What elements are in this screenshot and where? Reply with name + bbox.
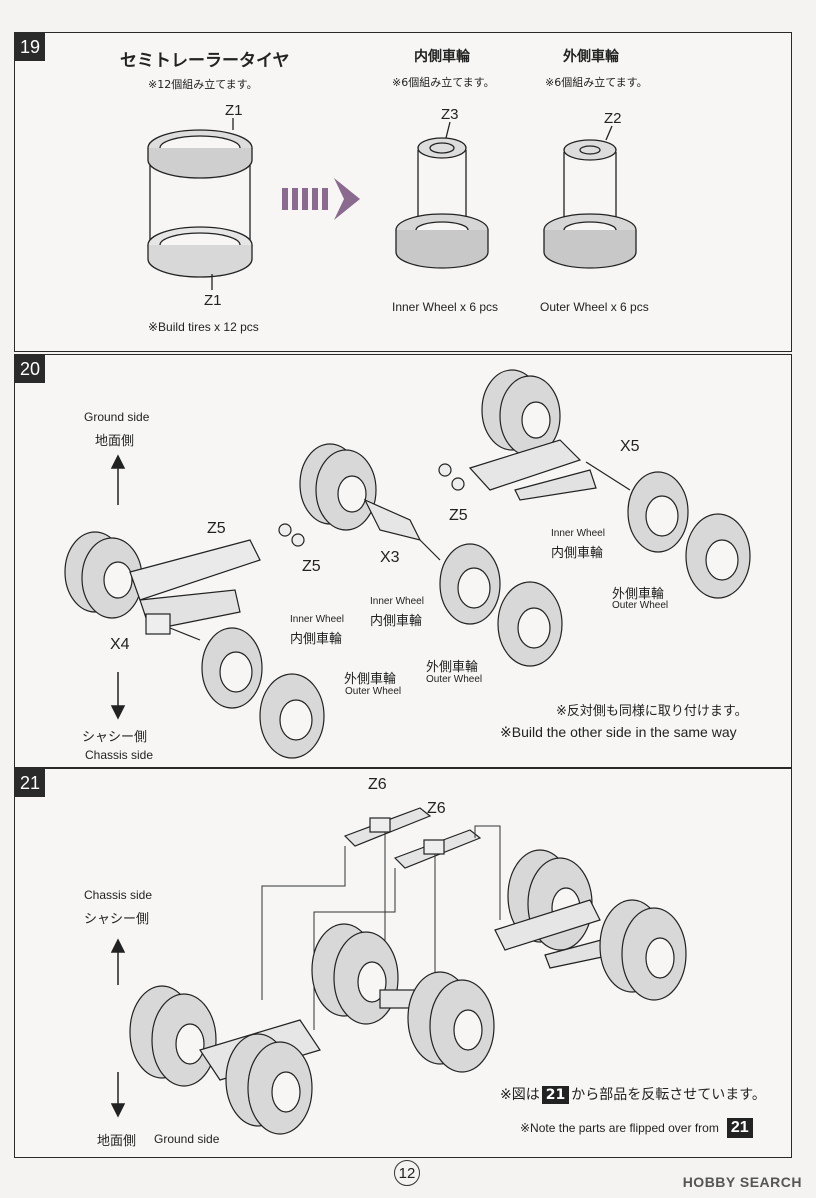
ground-side-en: Ground side [154,1132,220,1146]
tire-title: セミトレーラータイヤ [120,51,290,71]
inner-title: 内側車輪 [414,49,470,65]
axle-assembly-drawing [129,849,687,1135]
outer-wheel-en: Outer Wheel [612,600,669,611]
inner-wheel-jp: 内側車輪 [551,546,604,561]
part-label-z6: Z6 [368,776,387,793]
ground-side-en: Ground side [84,410,150,424]
step-20-note-en: ※Build the other side in the same way [500,724,737,740]
outer-wheel-en: Outer Wheel [426,674,483,685]
outer-note-jp: ※6個組み立てます。 [545,76,648,89]
part-label: X3 [380,549,400,566]
part-label-z3: Z3 [441,106,459,123]
page-number: 12 [394,1160,420,1186]
step-number: 21 [15,769,45,797]
inner-wheel-jp: 内側車輪 [370,614,423,629]
outer-wheel-jp: 外側車輪 [426,660,479,675]
part-label: X5 [620,438,640,455]
step-number: 20 [15,355,45,383]
inner-wheel-en: Inner Wheel [290,614,344,625]
part-label-z1-bottom: Z1 [204,292,222,309]
part-label: Z5 [207,520,226,537]
part-label: Z5 [302,558,321,575]
outer-wheel-jp: 外側車輪 [612,587,665,602]
step-19-panel: 19 [14,32,792,352]
outer-wheel-drawing [543,125,637,269]
part-label-z6: Z6 [427,800,446,817]
leaf-spring-drawing [343,807,482,869]
chassis-side-jp: シャシー側 [84,912,150,927]
down-arrow-icon [110,672,126,720]
chassis-side-en: Chassis side [84,888,153,902]
chassis-side-jp: シャシー側 [82,730,148,745]
axle-assembly-drawing [64,369,751,759]
watermark: HOBBY SEARCH [682,1174,802,1190]
step-ref-badge: 21 [726,1118,753,1138]
tire-note-en: ※Build tires x 12 pcs [148,320,259,334]
inner-wheel-en: Inner Wheel [370,596,424,607]
part-label-z2: Z2 [604,110,622,127]
note-text: から部品を反転させています。 [571,1087,766,1103]
step-20-panel: 20 [14,354,792,768]
inner-wheel-jp: 内側車輪 [290,632,343,647]
step-21-note-en: ※Note the parts are flipped over from 21 [520,1118,755,1138]
outer-wheel-jp: 外側車輪 [344,672,397,687]
chassis-side-en: Chassis side [85,748,154,762]
part-label: X4 [110,636,130,653]
inner-wheel-drawing [395,121,489,269]
part-label: Z5 [449,507,468,524]
note-text: ※図は [500,1087,540,1103]
ground-side-jp: 地面側 [97,1134,137,1149]
up-arrow-icon [110,454,126,505]
outer-wheel-en: Outer Wheel [345,686,402,697]
down-arrow-icon [110,1072,126,1118]
outer-caption: Outer Wheel x 6 pcs [540,300,649,314]
inner-wheel-en: Inner Wheel [551,528,605,539]
step-ref-badge: 21 [541,1086,570,1104]
step-number: 19 [15,33,45,61]
outer-title: 外側車輪 [563,49,619,65]
inner-caption: Inner Wheel x 6 pcs [392,300,499,314]
part-label-z1-top: Z1 [225,102,243,119]
step-20-note-jp: ※反対側も同様に取り付けます。 [556,704,748,719]
tire-exploded-drawing [147,118,253,290]
inner-note-jp: ※6個組み立てます。 [392,76,495,89]
tire-note-jp: ※12個組み立てます。 [148,78,258,91]
right-arrow-icon [282,178,360,220]
ground-side-jp: 地面側 [95,434,135,449]
up-arrow-icon [110,938,126,985]
note-text: ※Note the parts are flipped over from [520,1121,719,1135]
